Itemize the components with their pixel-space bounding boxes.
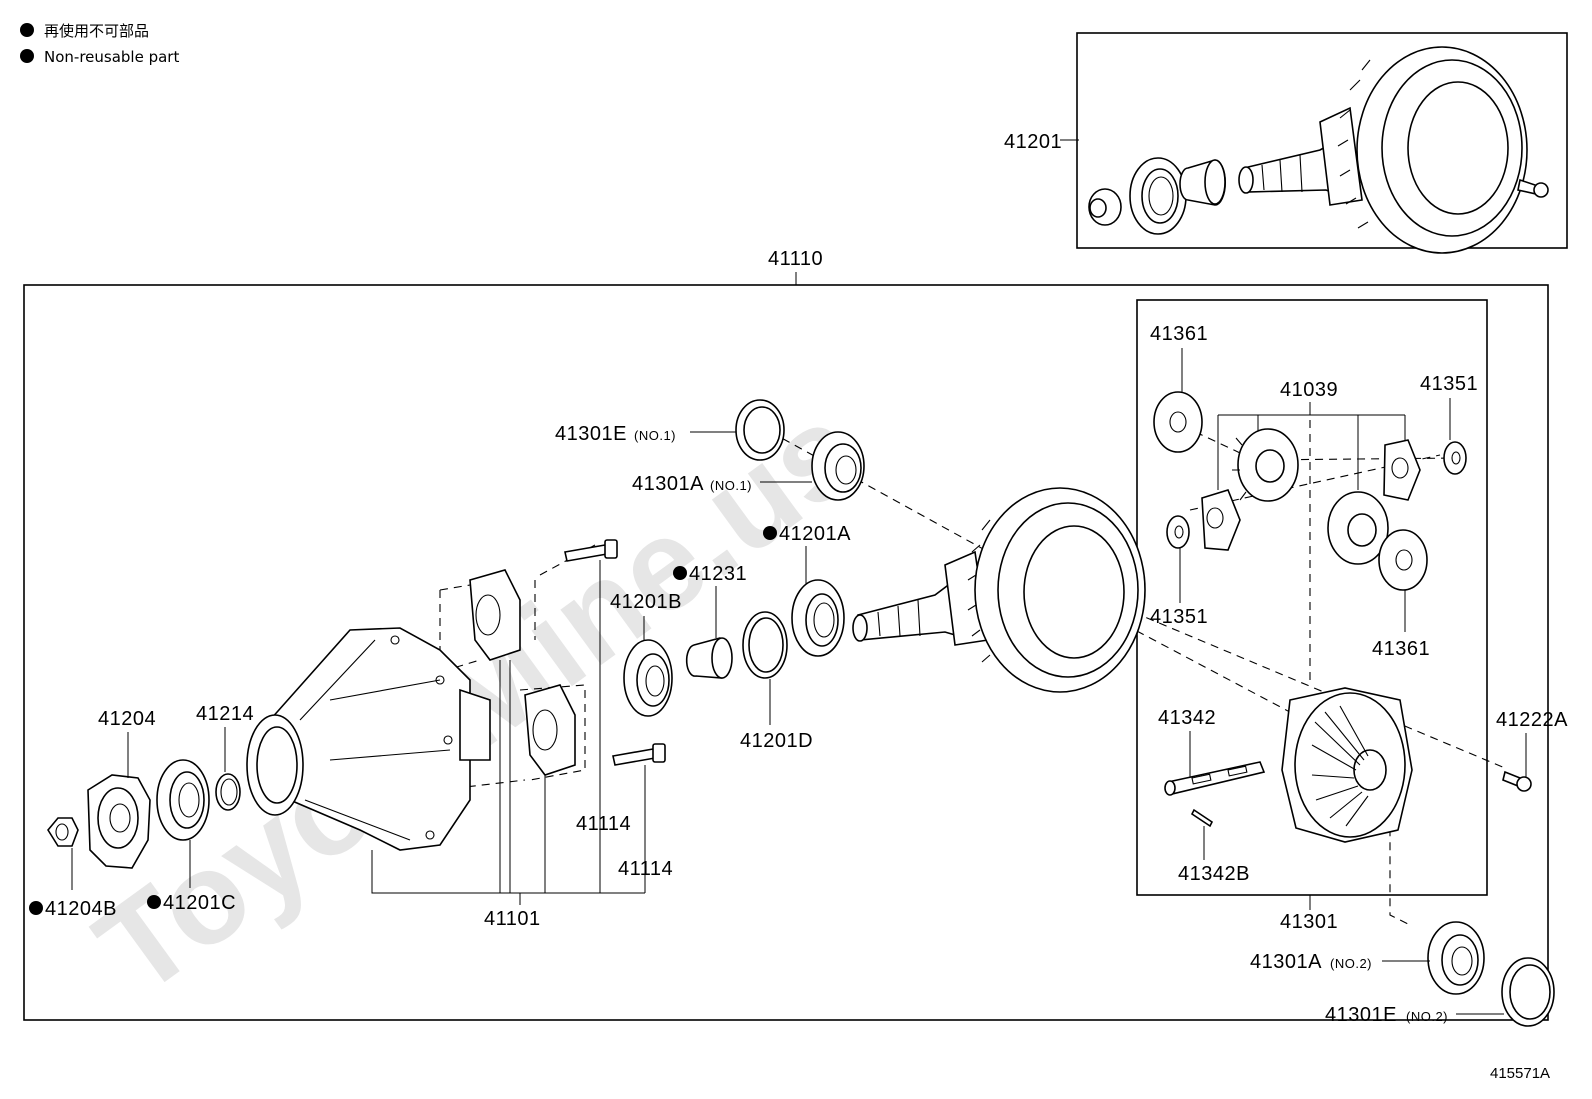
label-41361-upper: 41361 [1150,323,1208,345]
bearing-41301A-no1-icon [811,431,865,501]
companion-flange-41204-icon [87,774,151,869]
shim-41301E-no1-icon [735,399,785,461]
label-41231: 41231 [689,563,747,585]
thrust-washer-41361-upper-icon [1153,391,1203,453]
label-41301: 41301 [1280,911,1338,933]
nut-41204B-icon [47,817,79,847]
non-reusable-bullet-icon [20,49,34,63]
bearing-41201A-icon [791,579,845,657]
label-41351-upper: 41351 [1420,373,1478,395]
label-41342: 41342 [1158,707,1216,729]
ring-gear-icon [1337,46,1528,254]
shim-41301E-no2-icon [1501,957,1555,1027]
spacer-41231-icon [685,637,733,679]
drive-pinion-icon [1238,106,1363,206]
non-reusable-bullet-icon [763,526,777,540]
label-41201A: 41201A [779,523,851,545]
pinion-gear-right-icon [1383,439,1421,501]
pinion-gear-left-icon [1201,489,1241,551]
side-gear-lower-icon [1327,491,1389,565]
label-41039: 41039 [1280,379,1338,401]
legend-label-en: Non-reusable part [44,48,179,66]
thrust-washer-41361-lower-icon [1378,529,1428,591]
differential-case-icon [1281,687,1413,843]
thrust-washer-41351-upper-icon [1443,441,1467,475]
bolt-41114-lower-icon [612,743,666,766]
label-41301A-no1: 41301A [632,473,704,495]
label-41201B: 41201B [610,591,682,613]
assembly-41110-box [23,284,1549,1021]
label-41301E-no2: 41301E [1325,1004,1397,1026]
bolt-41114-upper-icon [564,539,618,562]
bearing-41201B-icon [623,639,673,717]
bolt-41222A-icon [1502,770,1532,792]
drawing-reference: 415571A [1490,1065,1550,1082]
label-41110: 41110 [768,248,823,270]
label-41201: 41201 [1004,131,1062,153]
carrier-housing-41101-icon [246,627,491,851]
non-reusable-bullet-icon [20,23,34,37]
label-41301A-no1-sub: (NO.1) [710,478,752,493]
o-ring-41214-icon [215,773,241,811]
bolt-icon [1517,178,1549,198]
label-41114-upper: 41114 [576,813,631,835]
label-41201C: 41201C [163,892,236,914]
legend-label-ja: 再使用不可部品 [44,22,149,40]
label-41101: 41101 [484,908,541,930]
label-41301E-no1-sub: (NO.1) [634,428,676,443]
label-41301E-no2-sub: (NO.2) [1406,1009,1448,1024]
bearing-icon [1179,159,1227,206]
oil-seal-41201C-icon [156,759,210,841]
non-reusable-bullet-icon [673,566,687,580]
bearing-41301A-no2-icon [1427,921,1485,995]
pinion-shaft-41342-icon [1164,761,1266,796]
label-41201D: 41201D [740,730,813,752]
label-41214: 41214 [196,703,254,725]
label-41204B: 41204B [45,898,117,920]
bearing-cap-upper-icon [469,569,521,661]
label-41301A-no2: 41301A [1250,951,1322,973]
label-41204: 41204 [98,708,156,730]
pinion-nut-icon [1088,188,1122,226]
thrust-washer-41351-lower-icon [1166,515,1190,549]
label-41222A: 41222A [1496,709,1568,731]
label-41301E-no1: 41301E [555,423,627,445]
side-gear-upper-icon [1232,428,1299,502]
non-reusable-bullet-icon [147,895,161,909]
drive-pinion-main-icon [852,550,989,646]
label-41351-lower: 41351 [1150,606,1208,628]
non-reusable-bullet-icon [29,901,43,915]
oil-seal-icon [1129,157,1187,235]
label-41361-lower: 41361 [1372,638,1430,660]
bearing-cap-lower-icon [524,684,576,776]
ring-gear-main-icon [967,487,1146,693]
label-41301A-no2-sub: (NO.2) [1330,956,1372,971]
label-41114-lower: 41114 [618,858,673,880]
o-ring-41201D-icon [742,611,788,679]
label-41342B: 41342B [1178,863,1250,885]
legend: 再使用不可部品 Non-reusable part [20,22,179,66]
kit-41201-box [1060,32,1568,254]
pin-41342B-icon [1190,808,1214,828]
